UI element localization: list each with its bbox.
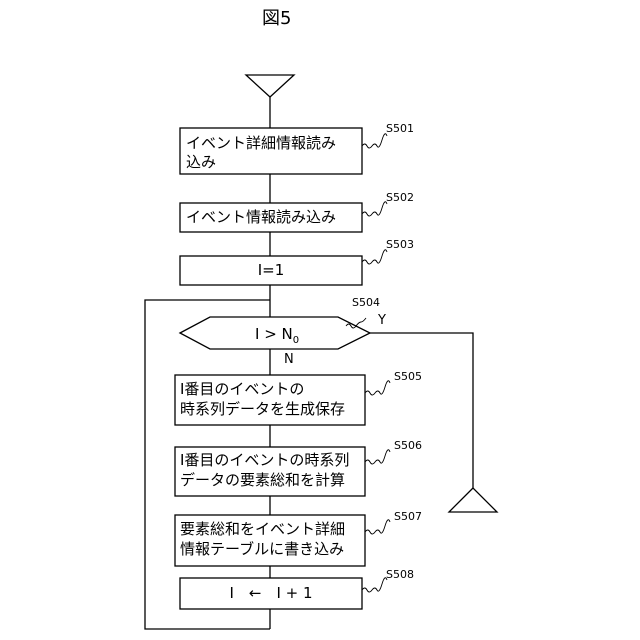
process-text-s503: I=1: [258, 261, 285, 279]
process-text-s506-line1: I番目のイベントの時系列: [180, 451, 349, 469]
leader-squiggle-s507: [365, 520, 390, 534]
no-label: N: [284, 352, 294, 367]
leader-squiggle-s502: [362, 202, 387, 216]
leader-squiggle-s503: [362, 250, 387, 264]
process-text-s502: イベント情報読み込み: [186, 208, 336, 226]
step-label-s508: S508: [386, 568, 414, 581]
start-terminal: [246, 75, 294, 97]
process-text-s507-line2: 情報テーブルに書き込み: [180, 540, 344, 558]
process-text-s508: I ← I + 1: [229, 584, 312, 602]
step-label-s506: S506: [394, 439, 422, 452]
end-terminal: [449, 488, 497, 512]
step-label-s507: S507: [394, 510, 422, 523]
step-label-s503: S503: [386, 238, 414, 251]
leader-squiggle-s508: [362, 578, 387, 592]
yes-label: Y: [377, 313, 386, 328]
process-text-s507-line1: 要素総和をイベント詳細: [180, 520, 345, 538]
process-text-s501-line2: 込み: [186, 153, 216, 171]
step-label-s501: S501: [386, 122, 414, 135]
step-label-s504: S504: [352, 296, 380, 309]
decision-text-s504: I > N0: [255, 325, 299, 346]
leader-squiggle-s505: [365, 381, 390, 395]
step-label-s505: S505: [394, 370, 422, 383]
process-text-s501-line1: イベント詳細情報読み: [186, 134, 336, 152]
process-text-s506-line2: データの要素総和を計算: [180, 471, 345, 489]
process-text-s505-line2: 時系列データを生成保存: [180, 400, 345, 418]
leader-squiggle-s506: [365, 450, 390, 464]
figure-title: 図5: [262, 8, 291, 29]
process-text-s505-line1: I番目のイベントの: [180, 380, 304, 398]
yes-branch-line: [370, 333, 473, 488]
step-label-s502: S502: [386, 191, 414, 204]
leader-squiggle-s501: [362, 134, 387, 148]
